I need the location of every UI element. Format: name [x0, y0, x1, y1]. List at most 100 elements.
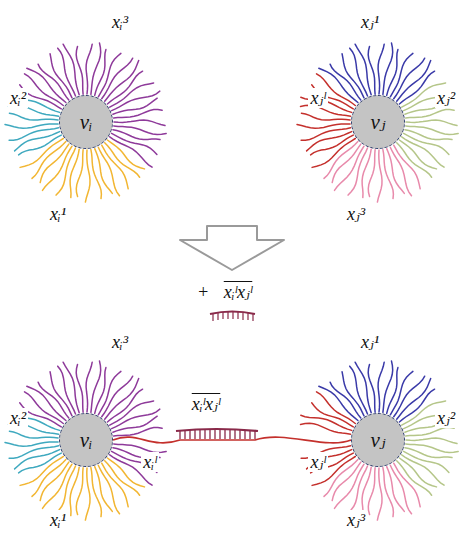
probe-strand [383, 43, 393, 94]
strand-label: xⱼˡ [308, 88, 327, 109]
strand-label: xⱼˡ [308, 452, 327, 473]
probe-strand [98, 371, 121, 414]
strand-label: xᵢ² [8, 408, 28, 429]
probe-strand [399, 458, 436, 487]
hybridized-strand [113, 437, 351, 443]
probe-strand [350, 366, 368, 414]
probe-strand [404, 133, 449, 154]
vertex-circle: vᵢ [59, 413, 113, 467]
probe-strand [20, 457, 63, 486]
strand-label: xᵢˡxⱼˡ [222, 282, 255, 303]
probe-strand [58, 48, 76, 96]
probe-strand [114, 428, 162, 437]
strand-label: + [195, 282, 211, 303]
probe-strand [85, 150, 90, 202]
probe-strand [50, 372, 72, 416]
probe-strands [5, 43, 166, 202]
strand-label: xⱼ³ [345, 204, 367, 225]
edge-label: xᵢˡxⱼˡ [190, 394, 223, 415]
probe-strand [377, 150, 382, 202]
vertex-label: vᵢ [80, 112, 93, 133]
vertex-circle: vⱼ [351, 95, 405, 149]
probe-strand [394, 463, 421, 507]
probe-strand [113, 98, 157, 114]
probe-strand [406, 438, 457, 443]
probe-strand [387, 149, 405, 194]
probe-strand [312, 403, 354, 427]
probe-strand [9, 431, 58, 438]
probe-strand [50, 54, 72, 98]
vertex-circle: vⱼ [351, 413, 405, 467]
probe-strand [91, 150, 102, 199]
probe-strand [350, 48, 368, 96]
probe-strand [406, 444, 459, 453]
strand-label: xⱼ² [435, 88, 457, 109]
probe-strand [406, 110, 454, 119]
vertex-label: vⱼ [371, 112, 386, 133]
probe-strand [399, 140, 436, 169]
probe-strand [312, 139, 355, 168]
vertex-circle: vᵢ [59, 95, 113, 149]
probe-strand [9, 128, 59, 141]
probe-strand [301, 113, 350, 120]
probe-strands [297, 43, 458, 202]
probe-strand [387, 50, 398, 96]
probe-strand [394, 145, 421, 189]
probe-strand [102, 463, 129, 507]
probe-strand [76, 47, 83, 95]
probe-strand [390, 53, 413, 96]
probe-strand [301, 128, 351, 141]
strand-label: xᵢ³ [110, 332, 130, 353]
strand-label: xᵢˡ [141, 452, 158, 473]
probe-strand [76, 365, 83, 413]
probe-strand-icon [210, 312, 255, 322]
strand-label: xⱼ¹ [359, 332, 381, 353]
vertex-label: vⱼ [371, 430, 386, 451]
probe-strand [404, 451, 449, 472]
probe-strand [95, 50, 106, 96]
probe-strand [15, 132, 60, 151]
strand-label: xᵢ¹ [48, 510, 68, 531]
probe-strand [112, 133, 157, 154]
strand-label: xᵢ¹ [48, 204, 68, 225]
probe-strand [107, 458, 144, 487]
probe-strand [368, 365, 375, 413]
probe-strand [301, 423, 351, 434]
strand-label: xᵢ² [8, 88, 28, 109]
strand-label: xⱼ³ [345, 510, 367, 531]
probe-strand [110, 401, 154, 425]
probe-strand [5, 124, 58, 128]
probe-strand [301, 415, 352, 430]
probe-strand [114, 120, 165, 125]
probe-strand [98, 53, 121, 96]
probe-strand [102, 145, 129, 189]
probe-strand [40, 462, 69, 501]
probe-strands [301, 361, 459, 520]
probe-strands [5, 361, 166, 520]
vertex-label: vᵢ [80, 430, 93, 451]
probe-strand [9, 446, 59, 459]
probe-strand [85, 468, 90, 520]
probe-strand [307, 132, 352, 151]
probe-strand [95, 368, 106, 414]
probe-strand [332, 462, 361, 501]
probe-strand [91, 468, 102, 517]
strand-label: xⱼ¹ [359, 12, 381, 33]
probe-strand [91, 361, 101, 412]
probe-strand [20, 139, 63, 168]
probe-strand [114, 126, 167, 135]
probe-strand [58, 366, 76, 414]
probe-strand [390, 371, 413, 414]
probe-strand [95, 467, 113, 512]
probe-strand [406, 428, 454, 437]
probe-strand [332, 144, 361, 183]
probe-strand [107, 140, 144, 169]
transition-arrow [180, 226, 284, 270]
strand-label: xᵢ³ [110, 12, 130, 33]
probe-strand [406, 120, 457, 125]
probe-strand [5, 442, 58, 446]
probe-strand [114, 110, 162, 119]
probe-strand [342, 54, 364, 98]
probe-strand [387, 368, 398, 414]
